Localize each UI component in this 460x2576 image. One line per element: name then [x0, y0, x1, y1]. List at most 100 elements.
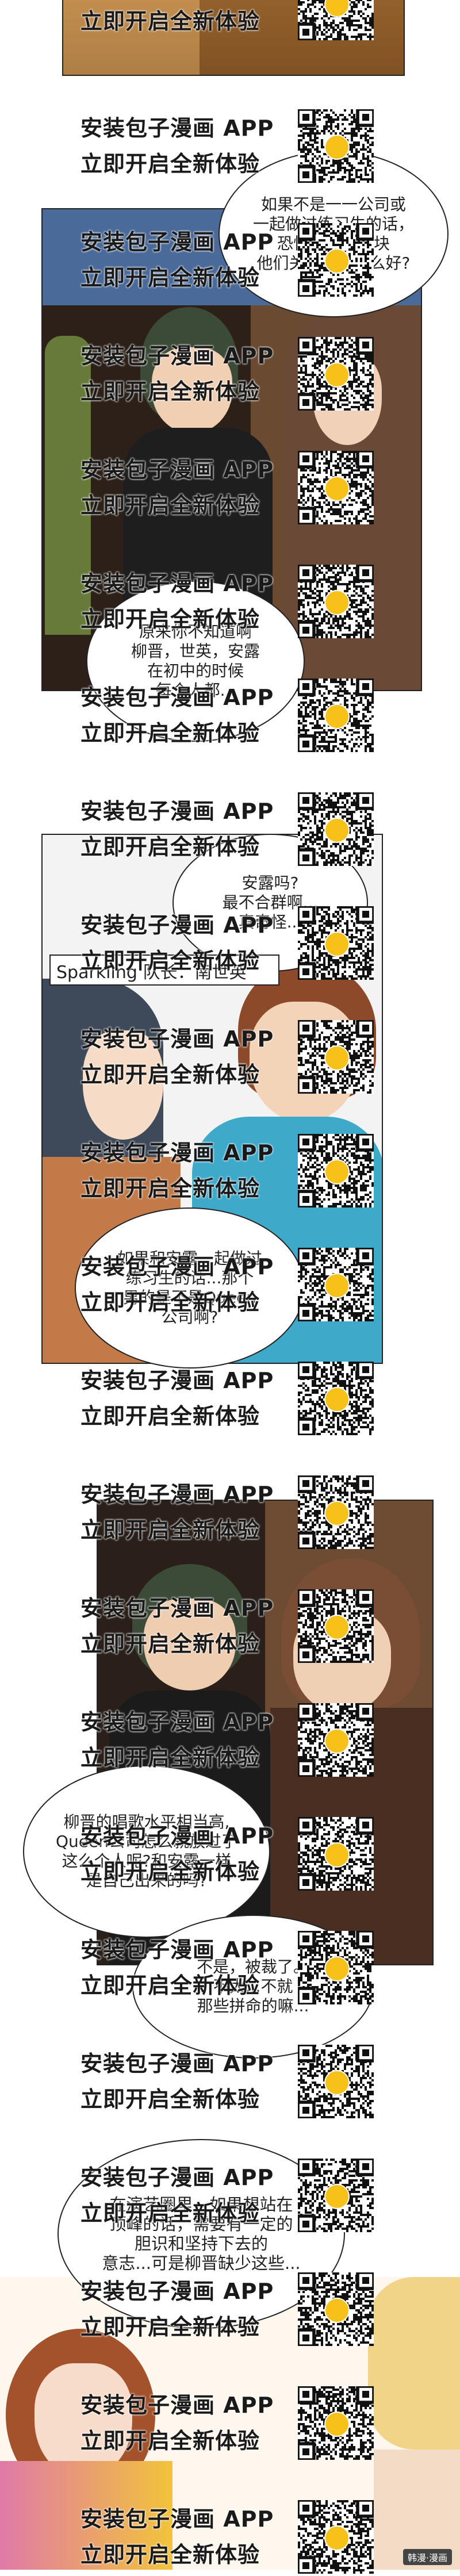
promo-line-install[interactable]: 安装包子漫画 APP — [80, 680, 274, 711]
qr-code-icon[interactable] — [298, 1362, 374, 1435]
promo-line-start[interactable]: 立即开启全新体验 — [80, 260, 260, 292]
qr-code-icon[interactable] — [298, 2045, 374, 2118]
promo-line-install[interactable]: 安装包子漫画 APP — [80, 1249, 274, 1281]
app-promo-banner[interactable]: 安装包子漫画 APP 立即开启全新体验 — [74, 791, 384, 866]
mascot-face-icon — [324, 590, 350, 615]
app-promo-banner[interactable]: 安装包子漫画 APP 立即开启全新体验 — [74, 1133, 384, 1208]
app-promo-banner[interactable]: 安装包子漫画 APP 立即开启全新体验 — [74, 564, 384, 638]
promo-line-start[interactable]: 立即开启全新体验 — [80, 1057, 260, 1088]
app-promo-banner[interactable]: 安装包子漫画 APP 立即开启全新体验 — [74, 905, 384, 980]
qr-code-icon[interactable] — [298, 2386, 374, 2460]
promo-line-start[interactable]: 立即开启全新体验 — [80, 2082, 260, 2113]
qr-code-icon[interactable] — [298, 1134, 374, 1208]
promo-line-start[interactable]: 立即开启全新体验 — [80, 2423, 260, 2455]
app-promo-banner[interactable]: 安装包子漫画 APP 立即开启全新体验 — [74, 677, 384, 752]
promo-line-start[interactable]: 立即开启全新体验 — [80, 829, 260, 861]
qr-code-icon[interactable] — [298, 2159, 374, 2232]
promo-line-install[interactable]: 安装包子漫画 APP — [80, 2501, 274, 2533]
promo-line-start[interactable]: 立即开启全新体验 — [80, 146, 260, 178]
mascot-face-icon — [324, 2412, 350, 2437]
app-promo-banner[interactable]: 安装包子漫画 APP 立即开启全新体验 — [74, 1247, 384, 1321]
app-promo-banner[interactable]: 安装包子漫画 APP 立即开启全新体验 — [74, 1019, 384, 1094]
qr-code-icon[interactable] — [298, 906, 374, 980]
promo-line-start[interactable]: 立即开启全新体验 — [80, 943, 260, 975]
app-promo-banner[interactable]: 安装包子漫画 APP 立即开启全新体验 — [74, 108, 384, 183]
app-promo-banner[interactable]: 安装包子漫画 APP 立即开启全新体验 — [74, 1360, 384, 1435]
qr-code-icon[interactable] — [298, 565, 374, 638]
mascot-face-icon — [324, 1273, 350, 1298]
promo-line-install[interactable]: 安装包子漫画 APP — [80, 1590, 274, 1622]
mascot-face-icon — [324, 1842, 350, 1868]
qr-code-icon[interactable] — [298, 109, 374, 183]
app-promo-banner[interactable]: 安装包子漫画 APP 立即开启全新体验 — [74, 1702, 384, 1777]
app-promo-banner[interactable]: 安装包子漫画 APP 立即开启全新体验 — [74, 222, 384, 297]
app-promo-banner[interactable]: 安装包子漫画 APP 立即开启全新体验 — [74, 2499, 384, 2574]
promo-line-start[interactable]: 立即开启全新体验 — [80, 3, 260, 35]
app-promo-banner[interactable]: 安装包子漫画 APP 立即开启全新体验 — [74, 2044, 384, 2118]
promo-line-install[interactable]: 安装包子漫画 APP — [80, 1021, 274, 1053]
promo-line-start[interactable]: 立即开启全新体验 — [80, 1854, 260, 1885]
promo-line-install[interactable]: 安装包子漫画 APP — [80, 452, 274, 484]
promo-line-install[interactable]: 安装包子漫画 APP — [80, 338, 274, 370]
promo-line-install[interactable]: 安装包子漫画 APP — [80, 1818, 274, 1850]
app-promo-banner[interactable]: 安装包子漫画 APP 立即开启全新体验 — [74, 1816, 384, 1891]
promo-line-start[interactable]: 立即开启全新体验 — [80, 1285, 260, 1316]
promo-line-start[interactable]: 立即开启全新体验 — [80, 2537, 260, 2569]
qr-code-icon[interactable] — [298, 1248, 374, 1321]
qr-code-icon[interactable] — [298, 1817, 374, 1891]
qr-code-icon[interactable] — [298, 2500, 374, 2574]
app-promo-banner[interactable]: 安装包子漫画 APP 立即开启全新体验 — [74, 1474, 384, 1549]
promo-line-install[interactable]: 安装包子漫画 APP — [80, 1932, 274, 1964]
promo-line-start[interactable]: 立即开启全新体验 — [80, 374, 260, 405]
promo-line-start[interactable]: 立即开启全新体验 — [80, 1740, 260, 1772]
promo-line-install[interactable]: 安装包子漫画 APP — [80, 1135, 274, 1167]
qr-code-icon[interactable] — [298, 1703, 374, 1777]
promo-line-start[interactable]: 立即开启全新体验 — [80, 2195, 260, 2227]
promo-line-install[interactable]: 安装包子漫画 APP — [80, 1704, 274, 1736]
promo-line-install[interactable]: 安装包子漫画 APP — [80, 110, 274, 142]
qr-code-icon[interactable] — [298, 223, 374, 297]
app-promo-banner[interactable]: 安装包子漫画 APP 立即开启全新体验 — [74, 1930, 384, 2004]
qr-code-icon[interactable] — [298, 792, 374, 866]
promo-line-install[interactable]: 安装包子漫画 APP — [80, 1363, 274, 1394]
qr-code-icon[interactable] — [298, 1475, 374, 1549]
promo-line-install[interactable]: 安装包子漫画 APP — [80, 2160, 274, 2191]
promo-line-start[interactable]: 立即开启全新体验 — [80, 715, 260, 747]
promo-line-install[interactable]: 安装包子漫画 APP — [80, 2274, 274, 2305]
qr-code-icon[interactable] — [298, 1020, 374, 1094]
app-promo-banner[interactable]: 安装包子漫画 APP 立即开启全新体验 — [74, 2271, 384, 2346]
qr-code-icon[interactable] — [298, 678, 374, 752]
app-promo-banner[interactable]: 安装包子漫画 APP 立即开启全新体验 — [74, 336, 384, 411]
qr-code-icon[interactable] — [298, 2272, 374, 2346]
promo-line-install[interactable]: 安装包子漫画 APP — [80, 566, 274, 597]
promo-line-install[interactable]: 安装包子漫画 APP — [80, 2387, 274, 2419]
app-promo-banner[interactable]: 安装包子漫画 APP 立即开启全新体验 — [74, 1588, 384, 1663]
promo-line-install[interactable]: 安装包子漫画 APP — [80, 793, 274, 825]
promo-line-start[interactable]: 立即开启全新体验 — [80, 1512, 260, 1544]
app-promo-banner[interactable]: 安装包子漫画 APP 立即开启全新体验 — [74, 2385, 384, 2460]
mascot-face-icon — [324, 1159, 350, 1184]
promo-line-start[interactable]: 立即开启全新体验 — [80, 1968, 260, 1999]
mascot-face-icon — [324, 2525, 350, 2551]
promo-line-start[interactable]: 立即开启全新体验 — [80, 488, 260, 519]
promo-line-start[interactable]: 立即开启全新体验 — [80, 1626, 260, 1658]
mascot-face-icon — [324, 818, 350, 843]
qr-code-icon[interactable] — [298, 0, 374, 40]
qr-code-icon[interactable] — [298, 1589, 374, 1663]
mascot-face-icon — [324, 1387, 350, 1412]
promo-line-install[interactable]: 安装包子漫画 APP — [80, 2046, 274, 2077]
promo-line-install[interactable]: 安装包子漫画 APP — [80, 907, 274, 939]
qr-code-icon[interactable] — [298, 451, 374, 524]
qr-code-icon[interactable] — [298, 1931, 374, 2004]
promo-line-start[interactable]: 立即开启全新体验 — [80, 1171, 260, 1202]
site-watermark: 韩漫·漫画 — [403, 2549, 452, 2565]
qr-code-icon[interactable] — [298, 337, 374, 411]
app-promo-banner[interactable]: 安装包子漫画 APP 立即开启全新体验 — [74, 2157, 384, 2232]
promo-line-install[interactable]: 安装包子漫画 APP — [80, 224, 274, 256]
promo-line-start[interactable]: 立即开启全新体验 — [80, 1398, 260, 1430]
promo-line-start[interactable]: 立即开启全新体验 — [80, 601, 260, 633]
promo-line-install[interactable]: 安装包子漫画 APP — [80, 1477, 274, 1508]
promo-line-start[interactable]: 立即开启全新体验 — [80, 2309, 260, 2341]
app-promo-banner[interactable]: 安装包子漫画 APP 立即开启全新体验 — [74, 450, 384, 524]
